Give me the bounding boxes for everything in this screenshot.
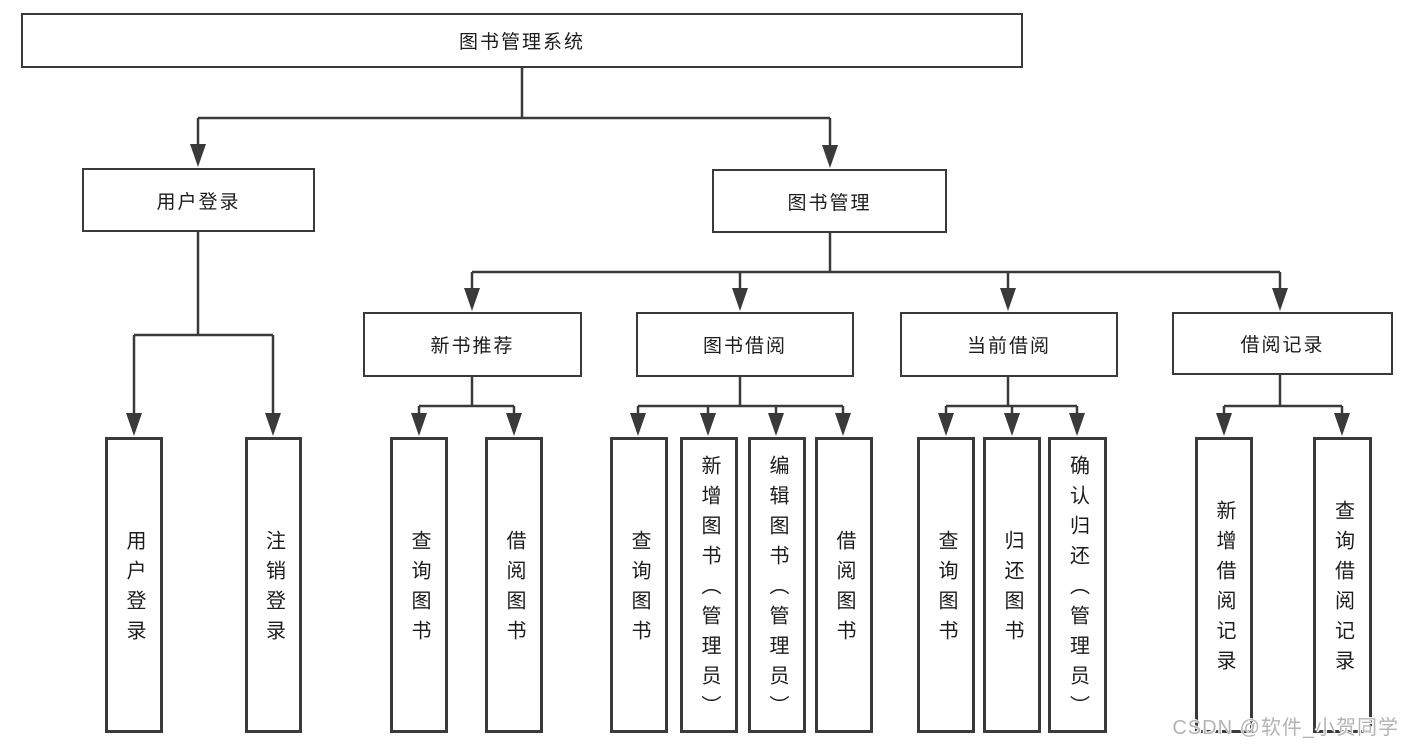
leaf-borrow-books-label: 借阅图书 <box>833 530 855 650</box>
leaf-confirm-return-admin-label: 确认归还（管理员） <box>1066 455 1089 725</box>
node-current-borrow: 当前借阅 <box>900 312 1118 377</box>
leaf-borrow-query-books: 查询图书 <box>610 437 668 733</box>
node-borrow-records: 借阅记录 <box>1172 312 1393 375</box>
leaf-user-login: 用户登录 <box>105 437 163 733</box>
leaf-recommend-borrow-books-label: 借阅图书 <box>503 530 525 650</box>
leaf-query-borrow-record: 查询借阅记录 <box>1313 437 1372 733</box>
node-borrow-records-label: 借阅记录 <box>1240 335 1325 356</box>
leaf-edit-book-admin-label: 编辑图书（管理员） <box>766 455 788 725</box>
node-book-borrow: 图书借阅 <box>636 312 854 377</box>
leaf-add-book-admin-label: 新增图书（管理员） <box>698 455 720 725</box>
leaf-recommend-borrow-books: 借阅图书 <box>485 437 543 733</box>
leaf-borrow-books: 借阅图书 <box>815 437 873 733</box>
leaf-user-login-label: 用户登录 <box>123 530 145 650</box>
leaf-current-query-books-label: 查询图书 <box>935 530 957 650</box>
leaf-add-borrow-record: 新增借阅记录 <box>1195 437 1253 733</box>
leaf-current-query-books: 查询图书 <box>917 437 975 733</box>
leaf-logout-label: 注销登录 <box>262 530 285 650</box>
node-user-login-label: 用户登录 <box>156 191 241 213</box>
leaf-return-book: 归还图书 <box>983 437 1041 733</box>
leaf-borrow-query-books-label: 查询图书 <box>628 530 650 650</box>
node-root: 图书管理系统 <box>21 13 1023 68</box>
node-book-management: 图书管理 <box>712 169 947 233</box>
arrowheads <box>126 144 1350 436</box>
leaf-add-book-admin: 新增图书（管理员） <box>680 437 738 733</box>
leaf-recommend-query-books: 查询图书 <box>390 437 448 733</box>
node-new-book-recommend: 新书推荐 <box>363 312 582 377</box>
leaf-add-borrow-record-label: 新增借阅记录 <box>1213 500 1235 680</box>
node-book-borrow-label: 图书借阅 <box>702 336 787 357</box>
node-root-label: 图书管理系统 <box>458 32 585 53</box>
leaf-query-borrow-record-label: 查询借阅记录 <box>1331 500 1354 680</box>
node-book-management-label: 图书管理 <box>787 192 872 214</box>
node-current-borrow-label: 当前借阅 <box>966 336 1051 357</box>
watermark: CSDN @软件_小贺同学 <box>1172 717 1399 739</box>
leaf-confirm-return-admin: 确认归还（管理员） <box>1048 437 1107 733</box>
leaf-logout: 注销登录 <box>245 437 302 733</box>
node-user-login: 用户登录 <box>82 168 315 232</box>
leaf-return-book-label: 归还图书 <box>1001 530 1023 650</box>
node-new-book-recommend-label: 新书推荐 <box>430 336 515 357</box>
leaf-recommend-query-books-label: 查询图书 <box>408 530 430 650</box>
leaf-edit-book-admin: 编辑图书（管理员） <box>748 437 806 733</box>
